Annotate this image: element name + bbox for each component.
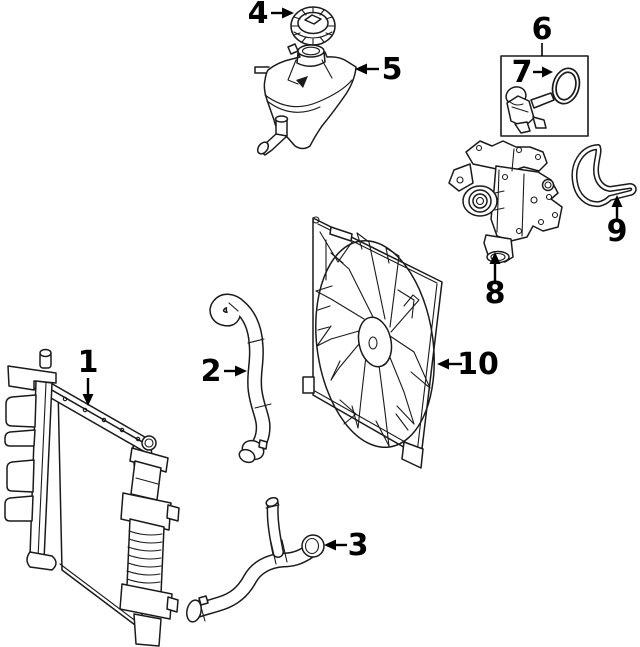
callout-9-number: 9	[607, 214, 628, 249]
callout-3-number: 3	[348, 528, 369, 563]
radiator-tank-ribs	[126, 530, 163, 584]
callout-7-number: 7	[512, 55, 533, 90]
callout-10-number: 10	[457, 347, 499, 382]
coolant-reservoir-drawing	[254, 43, 357, 156]
thermostat-seal-ring-drawing	[551, 67, 581, 105]
callout-8-arrow	[489, 252, 501, 264]
callout-3: 3	[324, 528, 368, 563]
thermostat-drawing	[505, 86, 555, 134]
upper-hose-clamp	[238, 439, 268, 464]
lower-hose-end-clamp	[186, 595, 209, 623]
callout-5-number: 5	[382, 52, 403, 87]
callout-10: 10	[437, 347, 499, 382]
fan-hub	[357, 316, 393, 368]
callout-2: 2	[201, 354, 247, 389]
callout-10-arrow	[437, 358, 449, 370]
callout-8-number: 8	[485, 276, 506, 311]
callout-5: 5	[355, 52, 402, 87]
callout-8: 8	[485, 252, 506, 311]
water-pump-drawing	[448, 140, 563, 264]
callout-3-arrow	[324, 539, 336, 551]
callout-4-arrow	[282, 7, 294, 19]
reservoir-outlet-pipe	[256, 115, 289, 156]
callout-4: 4	[248, 0, 294, 31]
callout-4-number: 4	[248, 0, 269, 31]
upper-radiator-hose-drawing	[209, 293, 272, 464]
radiator-drawing	[4, 348, 180, 647]
water-pump-pulley-hub	[462, 185, 505, 217]
radiator-cap-drawing	[290, 6, 336, 46]
lower-radiator-hose-drawing	[186, 496, 325, 623]
callout-7-arrow	[542, 66, 553, 78]
callout-6-number: 6	[532, 12, 553, 47]
cooling-fan-drawing	[302, 216, 443, 469]
callout-1-number: 1	[78, 345, 99, 380]
callout-7: 7	[512, 55, 553, 90]
fan-ring	[315, 239, 435, 449]
water-pump-outlet	[483, 234, 514, 264]
callout-1-arrow	[82, 394, 94, 406]
callout-9-arrow	[611, 195, 623, 207]
callout-9: 9	[607, 195, 628, 249]
callout-2-arrow	[235, 365, 247, 377]
callout-1: 1	[78, 345, 99, 406]
callout-2-number: 2	[201, 354, 222, 389]
callout-6: 6	[532, 12, 553, 56]
callouts: 1 2 3 4 5 6 7	[78, 0, 628, 563]
thermostat-kit-box	[500, 55, 589, 137]
fan-blades	[315, 231, 431, 447]
water-pump-gasket-drawing	[571, 144, 637, 208]
callout-5-arrow	[355, 63, 367, 75]
radiator-side-tank	[119, 435, 180, 647]
